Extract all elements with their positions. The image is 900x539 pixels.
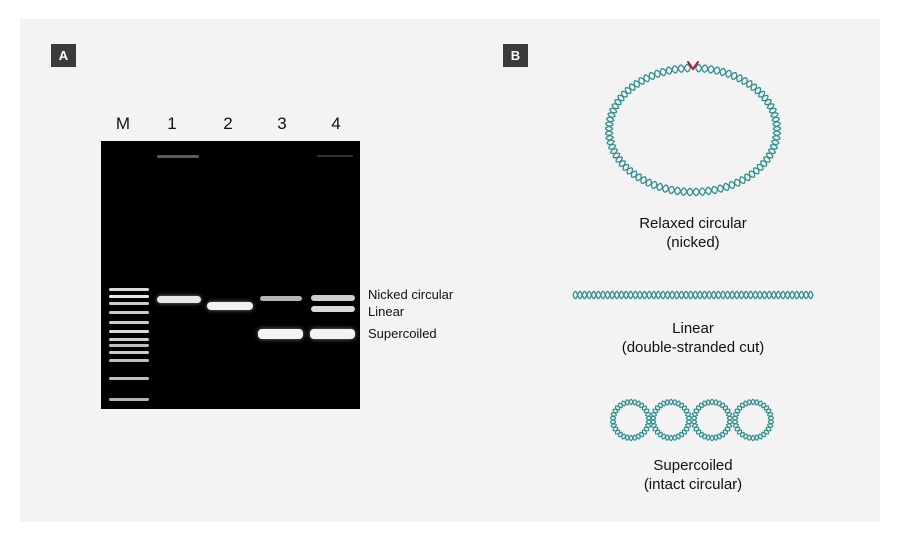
linear-dna-diagram	[572, 290, 814, 300]
relaxed-circular-dna-diagram	[604, 61, 782, 197]
band-lane2-linear	[207, 302, 253, 310]
ladder-band	[109, 344, 149, 347]
well-lane-1	[157, 155, 199, 158]
supercoil-loop	[690, 398, 734, 442]
lane-label-1: 1	[167, 114, 177, 133]
lane-label-4: 4	[331, 114, 341, 133]
supercoil-loop	[649, 398, 693, 442]
band-lane4-linear	[311, 306, 355, 312]
label-supercoiled: Supercoiled	[368, 326, 437, 341]
panel-b-tag: B	[503, 44, 528, 67]
helix-strand-2	[690, 399, 734, 442]
helix-strand-2	[731, 399, 775, 442]
lane-label-3: 3	[277, 114, 287, 133]
linear-caption-line1: Linear	[672, 320, 714, 337]
relaxed-helix	[604, 63, 782, 197]
label-nicked-circular: Nicked circular	[368, 287, 454, 302]
panel-a-tag: A	[51, 44, 76, 67]
nick-marker-icon	[687, 61, 699, 71]
ladder-band	[109, 321, 149, 324]
helix-strand-2	[604, 63, 782, 197]
ladder-band	[109, 330, 149, 333]
supercoiled-dna-diagram	[609, 398, 775, 442]
helix-strand-2	[609, 399, 653, 442]
ladder-band	[109, 302, 149, 305]
agarose-gel-image	[101, 141, 360, 409]
relaxed-caption-line1: Relaxed circular	[639, 215, 747, 232]
relaxed-caption-line2: (nicked)	[666, 234, 720, 251]
lane-label-2: 2	[223, 114, 233, 133]
supercoiled-caption-line2: (intact circular)	[643, 476, 743, 493]
ladder-band	[109, 351, 149, 354]
ladder-band	[109, 377, 149, 380]
helix-strand-2	[572, 290, 814, 300]
band-lane3-nicked	[260, 296, 302, 301]
supercoiled-caption-line1: Supercoiled	[653, 457, 733, 474]
ladder-band	[109, 398, 149, 401]
band-lane4-nicked	[311, 295, 355, 301]
lane-label-m: M	[115, 114, 131, 133]
ladder-band	[109, 295, 149, 298]
ladder-band	[109, 359, 149, 362]
supercoil-loop	[731, 398, 775, 442]
well-lane-4	[317, 155, 353, 157]
band-lane4-supercoiled	[310, 329, 355, 339]
ladder-band	[109, 288, 149, 291]
band-lane3-supercoiled	[258, 329, 303, 339]
ladder-band	[109, 311, 149, 314]
label-linear: Linear	[368, 304, 405, 319]
linear-caption-line2: (double-stranded cut)	[621, 339, 765, 356]
band-lane1-nicked	[157, 296, 201, 303]
supercoil-loop	[609, 398, 653, 442]
helix-strand-2	[649, 399, 693, 442]
linear-caption: Linear (double-stranded cut)	[563, 319, 823, 357]
supercoiled-caption: Supercoiled (intact circular)	[563, 456, 823, 494]
ladder-band	[109, 338, 149, 341]
relaxed-caption: Relaxed circular (nicked)	[563, 214, 823, 252]
